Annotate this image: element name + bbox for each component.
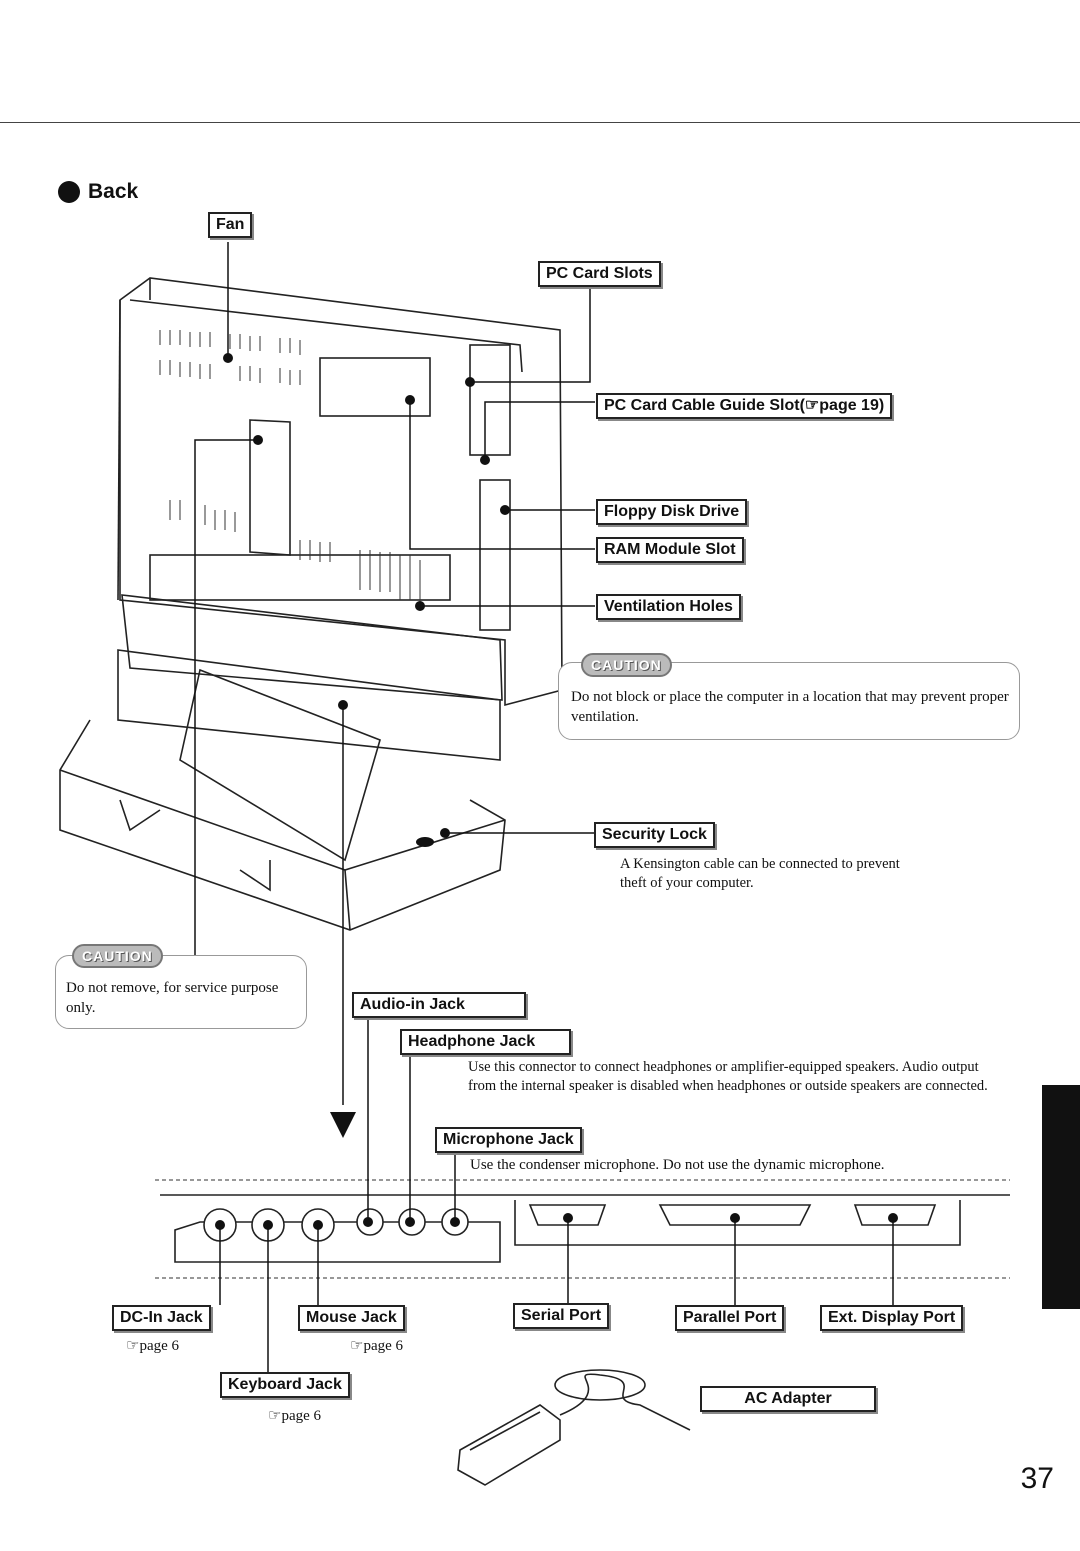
chapter-tab xyxy=(1042,1085,1080,1309)
bullet-icon xyxy=(58,181,80,203)
label-audio-in-jack: Audio-in Jack xyxy=(352,992,526,1018)
reference-hand-icon: ☞ xyxy=(350,1338,364,1354)
top-rule xyxy=(0,122,1080,123)
headphone-jack-description: Use this connector to connect headphones… xyxy=(468,1059,988,1094)
label-pc-card-cable-guide: PC Card Cable Guide Slot(☞page 19) xyxy=(596,393,893,419)
section-heading: Back xyxy=(58,180,138,204)
parallel-connector xyxy=(658,1204,812,1226)
computer-lower-band xyxy=(121,594,503,701)
label-keyboard-jack: Keyboard Jack xyxy=(220,1372,350,1398)
label-headphone-jack: Headphone Jack xyxy=(400,1029,571,1055)
label-ac-adapter: AC Adapter xyxy=(700,1386,876,1412)
serial-connector xyxy=(528,1204,607,1226)
label-serial-port: Serial Port xyxy=(513,1303,610,1329)
label-security-lock: Security Lock xyxy=(594,822,715,848)
docking-stand xyxy=(59,719,506,931)
label-fan: Fan xyxy=(208,212,253,238)
computer-back-panel xyxy=(119,277,563,707)
caution-badge: CAUTION xyxy=(72,944,163,968)
label-microphone-jack: Microphone Jack xyxy=(435,1127,582,1153)
label-ventilation-holes: Ventilation Holes xyxy=(596,594,741,620)
label-pc-card-slots: PC Card Slots xyxy=(538,261,661,287)
section-title: Back xyxy=(88,180,139,203)
label-parallel-port: Parallel Port xyxy=(675,1305,785,1331)
reference-hand-icon: ☞ xyxy=(268,1408,282,1424)
page-number: 37 xyxy=(1020,1462,1054,1495)
down-arrow-icon xyxy=(330,1112,356,1138)
dc-in-page-ref: ☞page 6 xyxy=(126,1338,180,1354)
caution-service-text: Do not remove, for service purpose only. xyxy=(66,980,279,1016)
label-mouse-jack: Mouse Jack xyxy=(298,1305,405,1331)
security-lock-description: A Kensington cable can be connected to p… xyxy=(620,856,900,891)
microphone-jack-description: Use the condenser microphone. Do not use… xyxy=(470,1157,885,1173)
caution-ventilation: CAUTION Do not block or place the comput… xyxy=(558,653,1020,740)
caution-ventilation-text: Do not block or place the computer in a … xyxy=(571,689,1009,725)
label-floppy-disk-drive: Floppy Disk Drive xyxy=(596,499,748,525)
jack-strip xyxy=(174,1221,501,1263)
display-connector xyxy=(853,1204,937,1226)
caution-badge: CAUTION xyxy=(581,653,672,677)
caution-service: CAUTION Do not remove, for service purpo… xyxy=(55,944,307,1029)
reference-hand-icon: ☞ xyxy=(126,1338,140,1354)
label-ext-display-port: Ext. Display Port xyxy=(820,1305,964,1331)
reference-hand-icon: ☞ xyxy=(804,397,820,414)
mouse-page-ref: ☞page 6 xyxy=(350,1338,404,1354)
keyboard-page-ref: ☞page 6 xyxy=(268,1408,322,1424)
label-ram-module-slot: RAM Module Slot xyxy=(596,537,744,563)
ac-adapter-body xyxy=(457,1404,561,1486)
label-dc-in-jack: DC-In Jack xyxy=(112,1305,211,1331)
